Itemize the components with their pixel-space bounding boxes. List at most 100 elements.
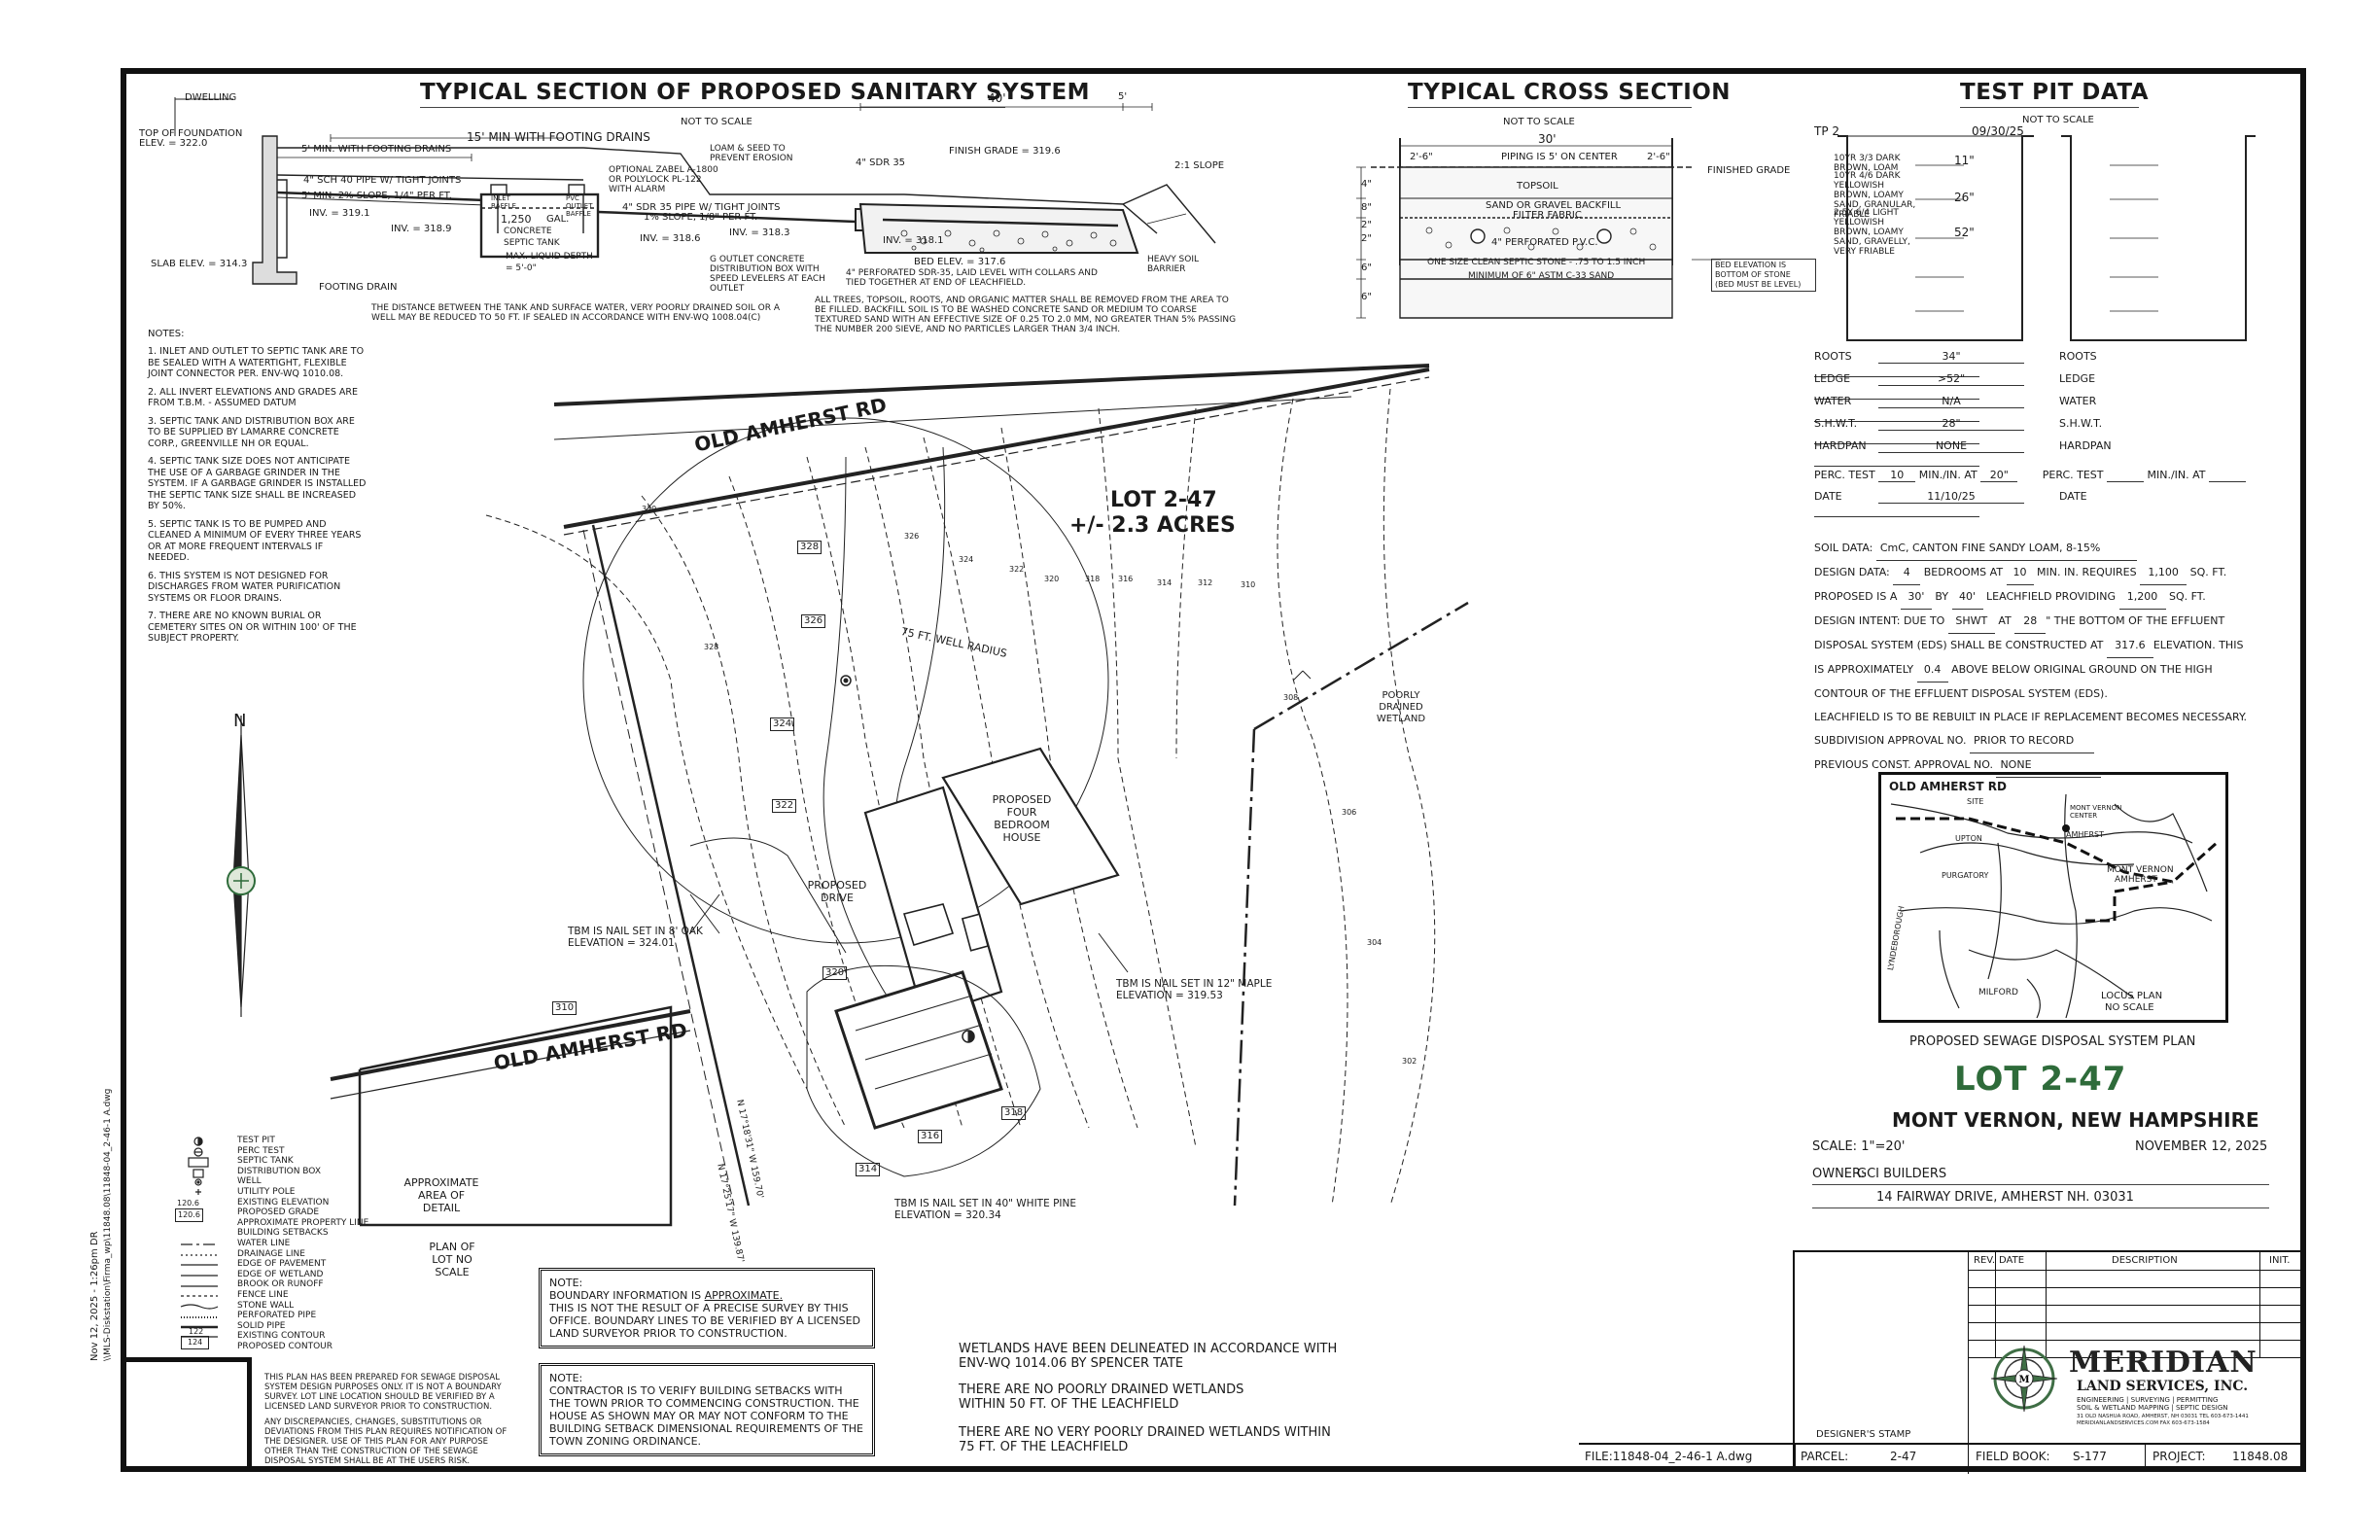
house-label: PROPOSED FOUR BEDROOM HOUSE xyxy=(992,793,1052,844)
sdr35-label: 4" SDR 35 xyxy=(856,158,906,168)
company-name-2: LAND SERVICES, INC. xyxy=(2077,1379,2249,1394)
min-with-drains: 5' MIN. WITH FOOTING DRAINS xyxy=(301,144,452,155)
cross-perf: 4" PERFORATED P.V.C. xyxy=(1491,237,1598,248)
inlet-baffle: INLET BAFFLE xyxy=(491,194,516,210)
dbox-label: G OUTLET CONCRETE DISTRIBUTION BOX WITH … xyxy=(710,255,825,294)
legend-existing-elev-value: 120.6 xyxy=(177,1199,199,1208)
slope21: 2:1 SLOPE xyxy=(1174,160,1225,171)
wetland-note-1: WETLANDS HAVE BEEN DELINEATED IN ACCORDA… xyxy=(959,1342,1338,1371)
spot-elev-324: 324 xyxy=(770,718,795,731)
tp-layer-2: 10YR 4/6 DARK YELLOWISH BROWN, LOAMY SAN… xyxy=(1834,171,1916,220)
trees-note: ALL TREES, TOPSOIL, ROOTS, AND ORGANIC M… xyxy=(815,296,1237,334)
contour-312: 312 xyxy=(1198,578,1213,587)
lower-left-divider xyxy=(121,1357,247,1362)
note-3: 3. SEPTIC TANK AND DISTRIBUTION BOX ARE … xyxy=(148,415,355,449)
contour-308: 308 xyxy=(1283,693,1299,702)
legend-proposed-contour-value: 124 xyxy=(181,1336,210,1349)
outlet-baffle: PVC OUTLET BAFFLE xyxy=(566,194,593,218)
north-arrow-icon xyxy=(227,716,256,1017)
plan-of-lot-label: PLAN OF LOT NO SCALE xyxy=(429,1241,475,1278)
cross-section-header: TYPICAL CROSS SECTION xyxy=(1408,80,1732,105)
company-services-2: SOIL & WETLAND MAPPING | SEPTIC DESIGN xyxy=(2077,1404,2228,1412)
distance-note: THE DISTANCE BETWEEN THE TANK AND SURFAC… xyxy=(371,303,780,323)
contour-302: 302 xyxy=(1402,1057,1418,1066)
designer-stamp-label: DESIGNER'S STAMP xyxy=(1816,1429,1911,1440)
len40: 40' xyxy=(988,91,1006,105)
cross-dim-5: 6" xyxy=(1361,262,1372,273)
slope2-label: 1% SLOPE, 1/8" PER FT. xyxy=(644,212,758,223)
tp-layer-1: 10YR 3/3 DARK BROWN, LOAM xyxy=(1834,154,1901,173)
spot-elev-322: 322 xyxy=(772,799,797,813)
cross-right-dim: 2'-6" xyxy=(1647,152,1670,162)
contour-326: 326 xyxy=(904,532,920,541)
contour-330: 330 xyxy=(642,505,657,513)
slope1-label: 5' MIN. 2% SLOPE, 1/4" PER FT. xyxy=(301,191,452,201)
contour-328: 328 xyxy=(704,643,719,651)
owner-label: OWNER: xyxy=(1812,1167,1866,1181)
max-liquid: MAX. LIQUID DEPTH = 5'-0" xyxy=(506,252,593,273)
inv1-label: INV. = 319.1 xyxy=(309,208,370,219)
lot-label: LOT 2-47 xyxy=(1110,488,1217,512)
tbm1-label: TBM IS NAIL SET IN 8' OAK xyxy=(568,926,703,937)
spot-elev-310: 310 xyxy=(552,1001,578,1015)
locus-plan: OLD AMHERST RD SITE MONT VERNON CENTER A… xyxy=(1878,772,2228,1023)
cross-backfill: SAND OR GRAVEL BACKFILL xyxy=(1486,200,1622,211)
approx-area-label: APPROXIMATE AREA OF DETAIL xyxy=(403,1176,479,1214)
contour-324: 324 xyxy=(959,555,974,564)
heavy-soil: HEAVY SOIL BARRIER xyxy=(1147,255,1200,274)
tbm2-elev: ELEVATION = 319.53 xyxy=(1116,990,1223,1001)
tank-cap: 1,250 xyxy=(501,213,532,226)
lot-title: LOT 2-47 xyxy=(1954,1060,2127,1099)
legend-symbols xyxy=(180,1137,219,1338)
testpit-not-to-scale: NOT TO SCALE xyxy=(2022,115,2094,125)
test-pit-drawing xyxy=(1838,135,2256,341)
notes-list: 1. INLET AND OUTLET TO SEPTIC TANK ARE T… xyxy=(148,346,367,651)
contour-322: 322 xyxy=(1009,565,1025,574)
tp-depth-2: 26" xyxy=(1954,191,1975,204)
tp-layer-3: 2.5Y 6/4 LIGHT YELLOWISH BROWN, LOAMY SA… xyxy=(1834,208,1910,257)
inv5-label: INV. = 318.1 xyxy=(883,235,944,246)
locus-milford: MILFORD xyxy=(1978,988,2018,998)
contour-320: 320 xyxy=(1044,575,1060,583)
optional-filter: OPTIONAL ZABEL A-1800 OR POLYLOCK PL-122… xyxy=(609,165,718,194)
tbm3-label: TBM IS NAIL SET IN 40" WHITE PINE xyxy=(894,1198,1076,1209)
slab-elev: SLAB ELEV. = 314.3 xyxy=(151,259,248,269)
lower-left-divider-v xyxy=(247,1357,252,1472)
note-1: 1. INLET AND OUTLET TO SEPTIC TANK ARE T… xyxy=(148,346,365,379)
wetland-note-2: THERE ARE NO POORLY DRAINED WETLANDS WIT… xyxy=(959,1382,1244,1412)
loam-seed: LOAM & SEED TO PREVENT EROSION xyxy=(710,144,793,163)
spot-elev-314: 314 xyxy=(856,1163,881,1176)
file-path-stamp: \\MLS-Diskstation\Firma_wp\11848.08\1184… xyxy=(103,1088,113,1361)
cross-stone: ONE SIZE CLEAN SEPTIC STONE - .75 TO 1.5… xyxy=(1427,258,1646,267)
cross-left-dim: 2'-6" xyxy=(1410,152,1433,162)
note-2: 2. ALL INVERT ELEVATIONS AND GRADES ARE … xyxy=(148,386,359,409)
boundary-note: NOTE: BOUNDARY INFORMATION IS APPROXIMAT… xyxy=(539,1268,875,1348)
tp-date: 09/30/25 xyxy=(1972,124,2024,138)
top-foundation-elev: ELEV. = 322.0 xyxy=(139,138,208,149)
plot-stamp: Nov 12, 2025 - 1:26pm DR xyxy=(89,1231,100,1361)
drive-label: PROPOSED DRIVE xyxy=(807,879,867,904)
tp-depth-1: 11" xyxy=(1954,154,1975,167)
tbm1-elev: ELEVATION = 324.01 xyxy=(568,937,675,949)
acres-label: +/- 2.3 ACRES xyxy=(1069,513,1236,538)
tank-name: CONCRETE SEPTIC TANK xyxy=(504,227,560,248)
contour-306: 306 xyxy=(1342,808,1357,817)
spot-elev-326: 326 xyxy=(801,614,826,628)
cross-bed-note: BED ELEVATION IS BOTTOM OF STONE (BED MU… xyxy=(1711,259,1816,292)
setback-note: NOTE: CONTRACTOR IS TO VERIFY BUILDING S… xyxy=(539,1363,875,1456)
notes-title: NOTES: xyxy=(148,329,185,339)
sanitary-section-header: TYPICAL SECTION OF PROPOSED SANITARY SYS… xyxy=(420,80,1091,105)
legend-proposed-grade-value: 120.6 xyxy=(175,1208,203,1222)
contour-310: 310 xyxy=(1241,580,1256,589)
company-name: MERIDIAN xyxy=(2069,1346,2258,1380)
design-data-block: SOIL DATA: CmC, CANTON FINE SANDY LOAM, … xyxy=(1814,537,2281,778)
spot-elev-320: 320 xyxy=(822,966,848,980)
tbm2-label: TBM IS NAIL SET IN 12" MAPLE xyxy=(1116,978,1273,990)
owner-address: 14 FAIRWAY DRIVE, AMHERST NH. 03031 xyxy=(1876,1190,2134,1205)
note-7: 7. THERE ARE NO KNOWN BURIAL OR CEMETERY… xyxy=(148,611,357,644)
locus-site: SITE xyxy=(1967,797,1984,806)
inv2-label: INV. = 318.9 xyxy=(391,224,452,234)
cross-dim-2: 8" xyxy=(1361,202,1372,213)
locus-scale: NO SCALE xyxy=(2105,1002,2154,1013)
